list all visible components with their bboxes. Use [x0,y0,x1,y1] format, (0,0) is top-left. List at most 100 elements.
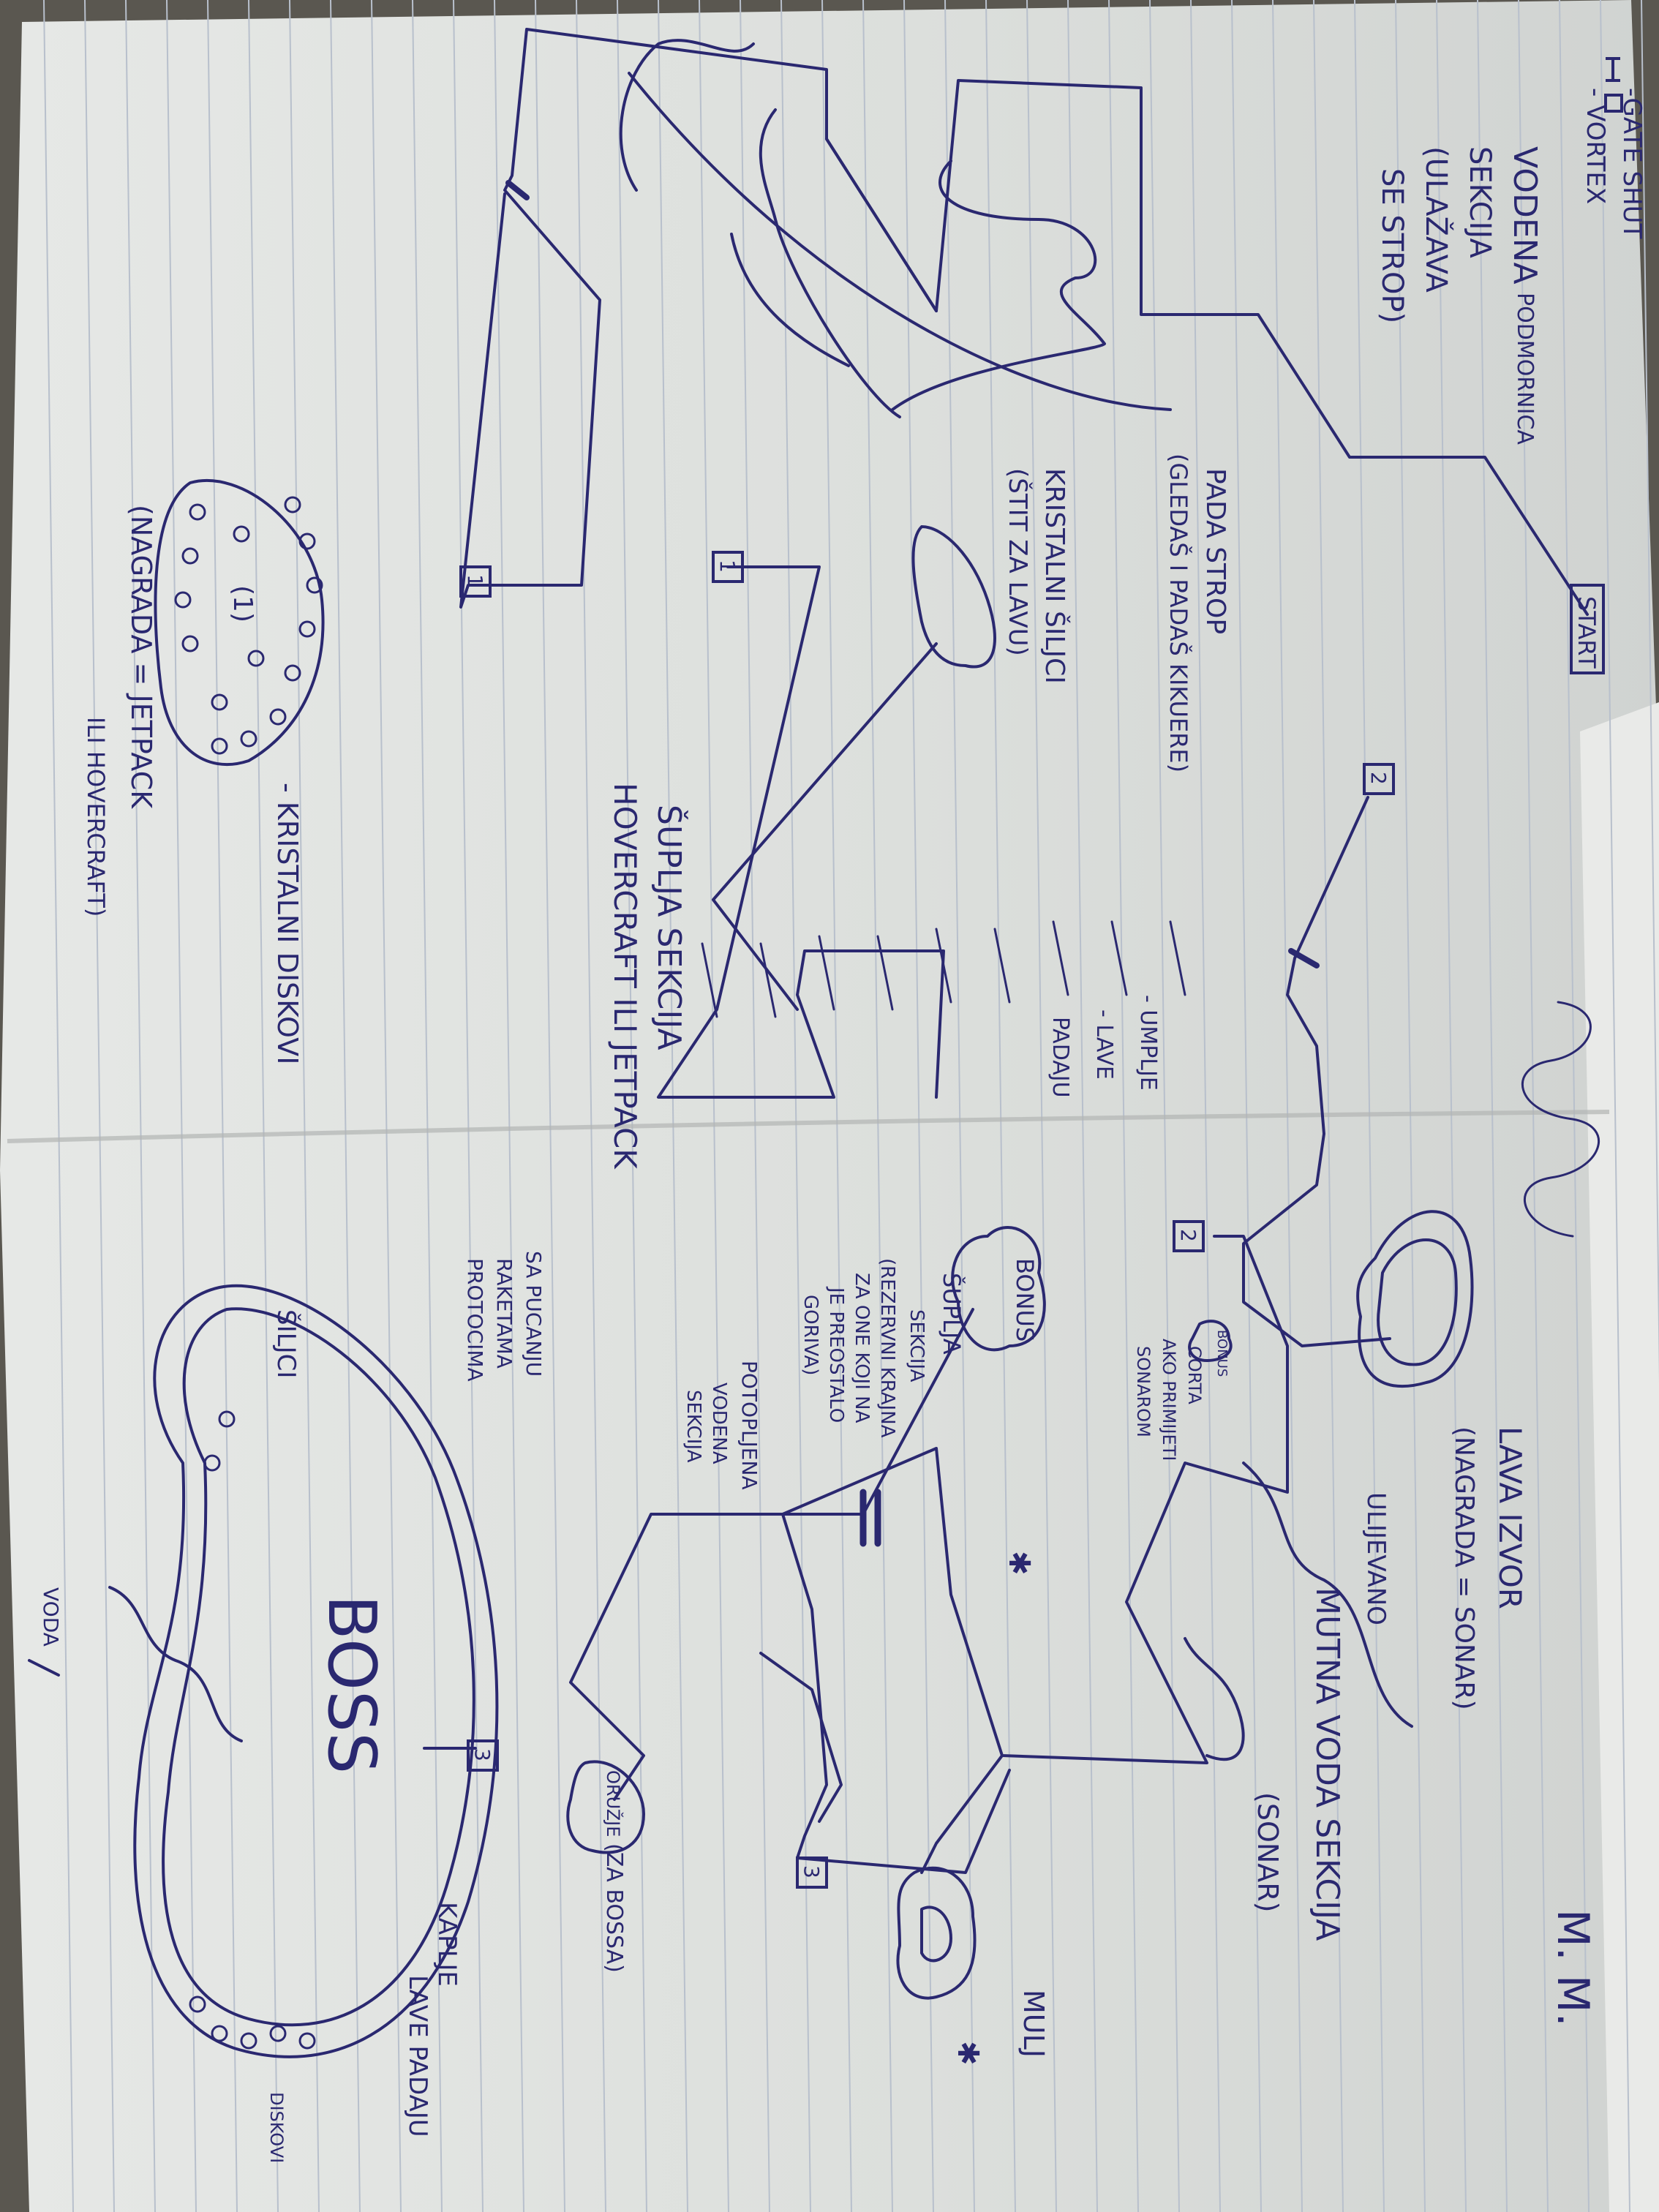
ruled-line [207,0,238,2212]
box-3-boss [467,1739,499,1772]
murky-wave-2 [1184,1637,1245,1761]
sonar-label: (SONAR) [1252,1792,1284,1913]
path-start [459,28,1589,616]
asterisk-1: ✱ [1002,1551,1036,1576]
protocima-label: PROTOCIMA [463,1258,487,1382]
legend-vortex-text: - VORTEX [1581,88,1610,204]
box-2-lower [1173,1220,1205,1252]
weapon-cloud [566,1760,645,1854]
box-3-right-label: 3 [800,1865,824,1878]
stit-label: (ŠTIT ZA LAVU) [1003,468,1033,656]
voda-label: VODA [39,1587,63,1647]
ulazava-label: (ULAŽAVA [1419,146,1454,293]
box-1-upper [712,551,744,583]
long-curve [628,72,1172,411]
za-bossa-label: (ZA BOSSA) [601,1843,627,1973]
nagrada-sonar-label: (NAGRADA = SONAR) [1449,1426,1479,1710]
kristalni-siljci-label: KRISTALNI ŠILJCI [1039,468,1070,684]
crystal-disc [174,591,192,609]
ruled-line [1108,0,1139,2212]
siljci-label: ŠILJCI [271,1309,301,1378]
ruled-line [780,0,811,2212]
hovercraft-label: HOVERCRAFT ILI JETPACK [607,783,643,1170]
ruled-line [740,0,770,2212]
bonus-note-3: SONAROM [1133,1346,1154,1437]
box-1-lower-label: 1 [463,574,487,587]
mutna-voda-label: MUTNA VODA SEKCIJA [1309,1587,1346,1941]
ruled-line [453,0,484,2212]
ruled-line [125,0,156,2212]
padaju-label: PADAJU [1047,1017,1073,1098]
supla-right-2: SEKCIJA [906,1309,928,1382]
bonus-small-cloud [1188,1320,1233,1362]
supla-right-5: JE PREOSTALO [825,1286,847,1423]
crystal-disc [298,2032,316,2050]
ruled-line [944,0,975,2212]
sanctuary-label: (1) [227,585,257,622]
crystal-disc [269,708,287,726]
crystal-disc [211,2025,228,2042]
crystal-disc [298,620,316,638]
boss-label: BOSS [313,1595,390,1774]
scribble [1521,1001,1600,1238]
mulj-label: MULJ [1017,1990,1050,2058]
ruled-line [1477,0,1508,2212]
bonus-note-1: CORTA [1184,1346,1205,1404]
supla-right-6: GORIVA) [800,1295,821,1375]
potopljena-3: SEKCIJA [682,1390,704,1463]
ruled-line [862,0,893,2212]
crystal-disc [306,576,323,594]
bonus-small-label: BONUS [1214,1330,1230,1377]
box-3-right [796,1856,828,1889]
potopljena-1: POTOPLJENA [737,1361,761,1490]
ruled-line [1272,0,1303,2212]
submarine-squiggle [619,39,1106,418]
lava-source-cloud-inner [1377,1238,1458,1366]
pada-strop-label: PADA STROP [1200,468,1230,634]
ruled-line [1559,0,1590,2212]
ruled-line [658,0,688,2212]
ruled-line [494,0,524,2212]
ruled-line [1231,0,1262,2212]
box-2-upper-label: 2 [1366,772,1391,785]
ulijevano-label: ULIJEVANO [1361,1492,1391,1625]
path-bonus [862,1308,974,1516]
ruled-line [617,0,647,2212]
supla-right-4: ZA ONE KOJI NA [851,1273,873,1423]
lava-source-cloud [1356,1210,1474,1388]
crystal-disc [189,503,206,521]
ruled-line [1026,0,1057,2212]
ruled-line [248,0,279,2212]
crystal-disc [203,1454,221,1472]
ruled-line [903,0,934,2212]
kikuere-label: (GLEDAŠ I PADAŠ KIKUERE) [1165,454,1193,772]
podmornica-label: PODMORNICA [1512,293,1538,445]
supla-right-1: ŠUPLJA [938,1273,966,1355]
ruled-line [412,0,443,2212]
ruled-line [1395,0,1426,2212]
ruled-line [699,0,729,2212]
crystal-disc [269,2025,287,2042]
gate-mark-1 [505,180,1320,968]
ruled-line [1600,0,1630,2212]
ruled-line [1436,0,1467,2212]
gate-mark-2 [859,1489,881,1547]
path-to-boss [796,1754,1011,1874]
gate-shut-icon [1606,57,1620,82]
ruled-line [1641,0,1659,1383]
pucanju-label: SA PUCANJU [522,1251,546,1377]
ruled-line [166,0,197,2212]
boss-wave [108,1586,243,1742]
ruled-line [43,0,74,2212]
lave-label: - LAVE [1091,1009,1117,1080]
ruled-line [1149,0,1180,2212]
kaplje-label: KAPLJE [432,1902,462,1987]
start-label: START [1573,596,1600,669]
crystal-disc [211,737,228,755]
crystal-disc [284,664,301,682]
lave-padaju-label: LAVE PADAJU [403,1975,432,2137]
ruled-line [84,0,115,2212]
crystal-disc [233,525,250,543]
strop-label: SE STROP) [1375,168,1409,323]
